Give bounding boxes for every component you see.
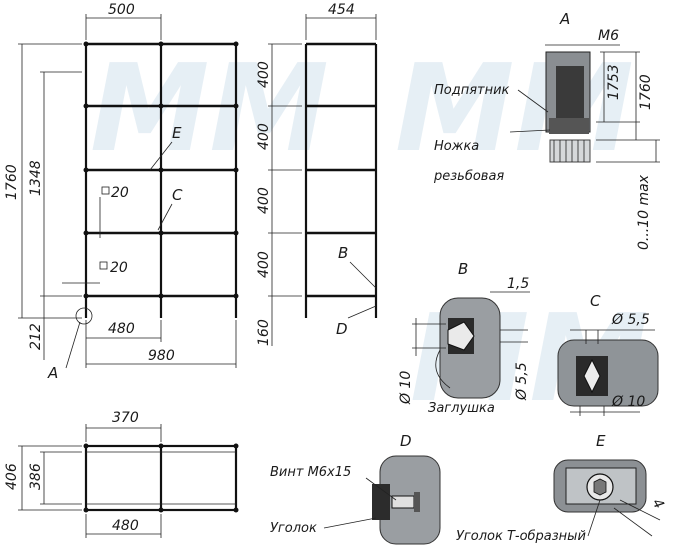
dim-160: 160 bbox=[256, 319, 272, 346]
detail-c-title: C bbox=[590, 292, 601, 310]
label-screw: Винт М6х15 bbox=[270, 465, 351, 480]
dim-400-4: 400 bbox=[256, 251, 272, 278]
dim-d55-c: Ø 5,5 bbox=[611, 312, 650, 328]
dim-1760-detail: 1760 bbox=[638, 74, 654, 110]
dim-370: 370 bbox=[112, 410, 139, 426]
dim-400-3: 400 bbox=[256, 187, 272, 214]
dim-d10-b: Ø 10 bbox=[398, 371, 414, 405]
detail-b-title: B bbox=[458, 260, 468, 278]
label-pad: Подпятник bbox=[434, 83, 510, 98]
dim-400-2: 400 bbox=[256, 123, 272, 150]
callout-b: B bbox=[338, 244, 348, 262]
dim-500: 500 bbox=[108, 2, 135, 18]
callout-e: E bbox=[172, 124, 182, 142]
dim-212: 212 bbox=[28, 323, 44, 350]
dim-386: 386 bbox=[28, 463, 44, 490]
detail-d: D Винт М6х15 Уголок bbox=[270, 432, 441, 545]
watermark-logo-1: MM bbox=[90, 40, 329, 179]
label-corner-d: Уголок bbox=[270, 521, 317, 536]
detail-c: C Ø 5,5 Ø 10 bbox=[557, 292, 659, 416]
callout-d: D bbox=[336, 320, 348, 338]
dim-480-top: 480 bbox=[112, 518, 139, 534]
detail-a-title: A bbox=[559, 10, 570, 28]
tube-label-2: 20 bbox=[110, 260, 128, 276]
callout-c: C bbox=[172, 186, 183, 204]
dim-range: 0...10 max bbox=[636, 174, 652, 250]
dim-d10-c: Ø 10 bbox=[611, 394, 645, 410]
watermark-logo-2: MM bbox=[395, 40, 634, 179]
label-plug: Заглушка bbox=[428, 401, 495, 416]
detail-e: E 4 Уголок Т-образный bbox=[456, 432, 667, 544]
dim-400-1: 400 bbox=[256, 61, 272, 88]
detail-e-title: E bbox=[596, 432, 606, 450]
detail-a: A M6 1753 1760 0...10 max Подпятник Ножк… bbox=[433, 10, 660, 250]
side-view: 454 400 400 400 400 160 B D bbox=[256, 2, 378, 346]
label-foot-1: Ножка bbox=[434, 139, 479, 154]
dim-gap-15: 1,5 bbox=[507, 276, 529, 292]
callout-a-circle bbox=[75, 307, 93, 325]
dim-1760: 1760 bbox=[4, 164, 20, 200]
front-view: A 500 1760 1348 212 20 20 E C bbox=[4, 2, 239, 382]
square-tube-icon-1 bbox=[101, 186, 110, 195]
detail-b: B 1,5 Ø 10 Ø 5,5 Заглушка bbox=[398, 260, 530, 416]
dim-1753: 1753 bbox=[606, 64, 622, 100]
dim-4: 4 bbox=[649, 496, 667, 512]
top-view: 370 406 386 480 bbox=[4, 410, 239, 538]
label-foot-2: резьбовая bbox=[433, 169, 504, 184]
dim-480: 480 bbox=[108, 321, 135, 337]
dim-1348: 1348 bbox=[28, 160, 44, 196]
dim-980: 980 bbox=[148, 348, 175, 364]
callout-a: A bbox=[47, 364, 58, 382]
square-tube-icon-2 bbox=[99, 261, 108, 270]
tube-label-1: 20 bbox=[111, 185, 129, 201]
dim-406: 406 bbox=[4, 463, 20, 490]
detail-d-title: D bbox=[400, 432, 412, 450]
thread-m6: M6 bbox=[598, 28, 619, 44]
dim-d55-b: Ø 5,5 bbox=[514, 362, 530, 401]
label-t-corner: Уголок Т-образный bbox=[456, 529, 586, 544]
dim-454: 454 bbox=[328, 2, 355, 18]
